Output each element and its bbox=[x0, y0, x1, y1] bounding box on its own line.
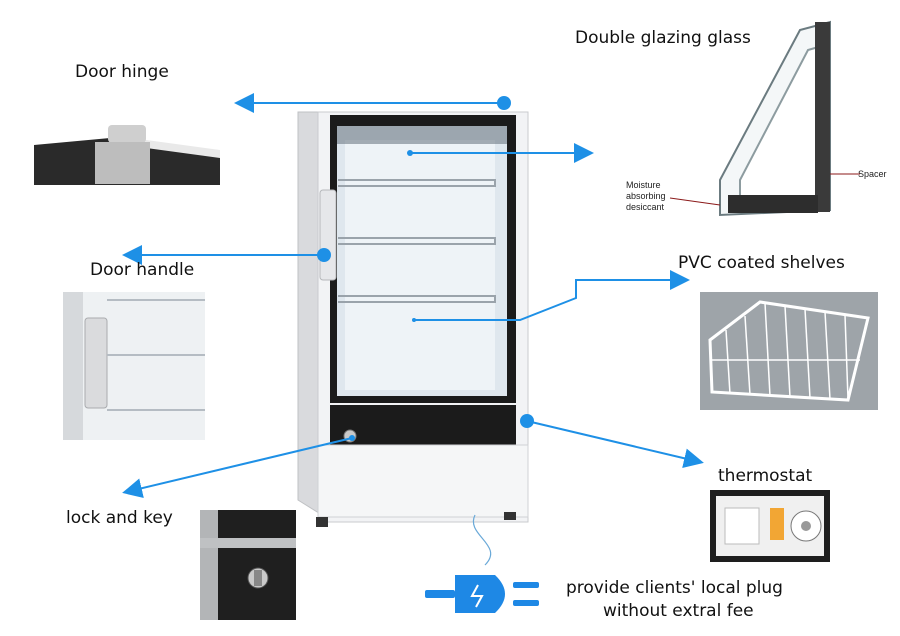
pvc-shelves-photo bbox=[700, 292, 878, 410]
plug-icon bbox=[425, 575, 539, 613]
callout-lines bbox=[122, 93, 704, 566]
pvc-shelves-label: PVC coated shelves bbox=[678, 253, 845, 273]
moisture-label-line1: Moisture bbox=[626, 180, 661, 190]
double-glazing-diagram bbox=[669, 20, 860, 217]
lock-photo bbox=[200, 510, 296, 620]
fridge-cabinet bbox=[297, 111, 529, 527]
door-hinge-photo bbox=[30, 100, 220, 185]
door-handle-label: Door handle bbox=[90, 260, 195, 280]
lock-and-key-label: lock and key bbox=[66, 508, 173, 528]
door-handle-photo bbox=[63, 292, 205, 440]
thermostat-photo bbox=[710, 490, 830, 562]
door-hinge-label: Door hinge bbox=[75, 62, 169, 82]
double-glazing-label: Double glazing glass bbox=[575, 28, 751, 48]
plug-label-line2: without extral fee bbox=[603, 601, 754, 621]
spacer-label: Spacer bbox=[858, 169, 887, 179]
thermostat-label: thermostat bbox=[718, 466, 813, 486]
moisture-label-line2: absorbing bbox=[626, 191, 666, 201]
plug-label-line1: provide clients' local plug bbox=[566, 578, 783, 598]
moisture-label-line3: desiccant bbox=[626, 202, 665, 212]
dot-markers bbox=[317, 96, 534, 441]
